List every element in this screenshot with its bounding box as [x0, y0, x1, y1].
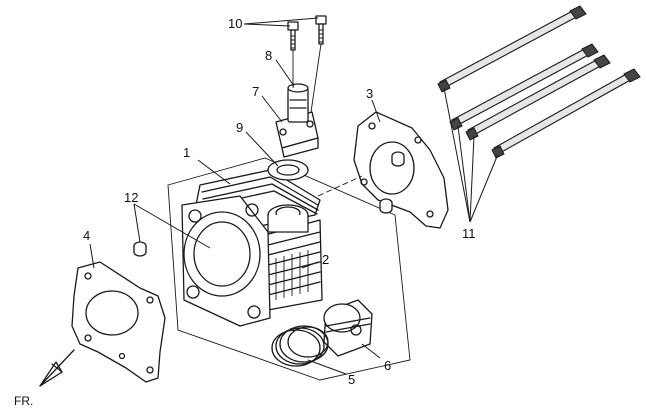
stud-3	[465, 54, 611, 141]
callout-5: 5	[348, 372, 355, 387]
base-gasket	[71, 261, 166, 383]
leader-11b	[457, 125, 471, 223]
leader-3	[371, 99, 381, 123]
stud-2	[449, 43, 599, 131]
leader-6	[361, 343, 381, 359]
stud-4	[491, 68, 641, 159]
leader-12b	[133, 203, 211, 249]
callout-10: 10	[228, 16, 242, 31]
leader-11c	[469, 135, 475, 223]
leader-11d	[469, 153, 499, 223]
leader-5	[307, 359, 347, 375]
leader-2	[301, 261, 319, 269]
callout-3: 3	[366, 86, 373, 101]
leader-9	[245, 131, 279, 167]
front-direction-arrow	[39, 349, 75, 387]
callout-11: 11	[462, 226, 476, 241]
direction-label: FR.	[14, 394, 33, 408]
stud-1	[437, 5, 587, 93]
callout-12: 12	[124, 190, 138, 205]
head-gasket	[353, 111, 449, 229]
dowel-pin-left	[133, 241, 147, 257]
leader-8	[275, 59, 295, 87]
callout-1: 1	[183, 145, 190, 160]
callout-7: 7	[252, 84, 259, 99]
tensioner-gasket	[267, 159, 309, 181]
head-dowel-bottom	[379, 198, 393, 214]
piston	[323, 299, 373, 357]
callout-2: 2	[322, 252, 329, 267]
leader-10b	[243, 17, 319, 25]
leader-11a	[443, 87, 471, 223]
leader-10a	[243, 23, 291, 27]
leader-4	[89, 243, 95, 269]
assembly-outline	[167, 157, 411, 381]
head-dowel-top	[391, 151, 405, 167]
piston-rings	[271, 325, 329, 367]
callout-4: 4	[83, 228, 90, 243]
tensioner-plug	[287, 83, 309, 123]
leader-12a	[133, 203, 141, 243]
bolt-right	[315, 15, 327, 45]
cylinder-block	[181, 169, 323, 327]
callout-9: 9	[236, 120, 243, 135]
leader-1	[197, 159, 231, 185]
callout-6: 6	[384, 358, 391, 373]
callout-8: 8	[265, 48, 272, 63]
leader-7	[261, 95, 283, 123]
